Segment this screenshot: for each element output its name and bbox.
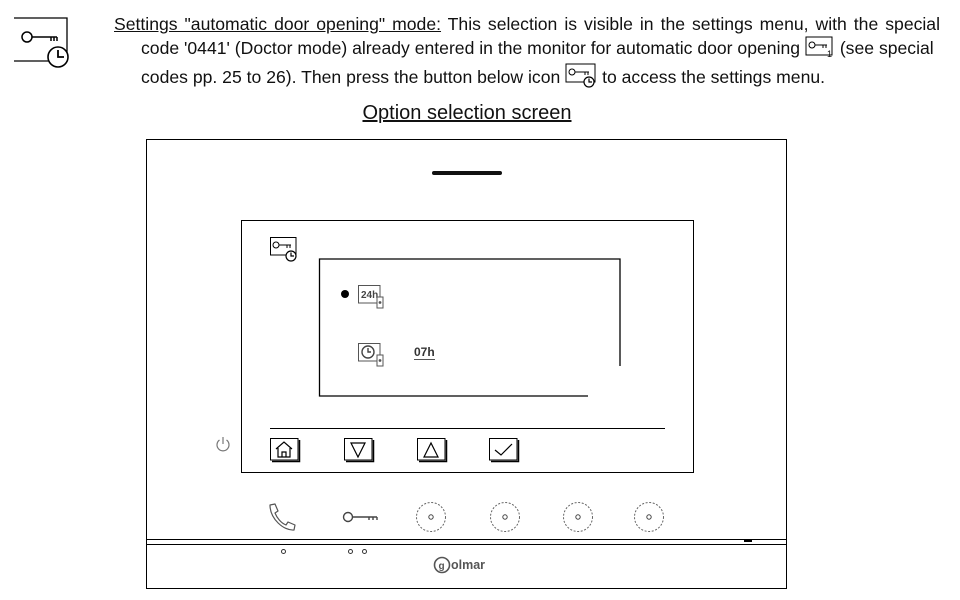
indicator-dot [348, 549, 353, 554]
speaker-slot [432, 171, 502, 175]
24h-door-icon: 24h [358, 285, 384, 309]
down-arrow-icon [344, 438, 375, 463]
touch-button-1[interactable] [415, 501, 447, 538]
door-key-button[interactable] [342, 508, 380, 531]
options-panel [318, 258, 621, 397]
confirm-button[interactable] [489, 438, 520, 467]
frame-line-upper [146, 539, 787, 541]
intro-text: code '0441' (Doctor mode) already entere… [141, 37, 801, 58]
indicator-dot [362, 549, 367, 554]
indicator-dot [281, 549, 286, 554]
timed-option-value: 07h [414, 345, 435, 360]
key-icon [342, 511, 378, 523]
down-button[interactable] [344, 438, 375, 467]
intro-line-1: Settings "automatic door opening" mode: … [114, 14, 940, 36]
timed-door-icon [358, 343, 384, 367]
monitor-device [146, 139, 787, 589]
intro-line-3: codes pp. 25 to 26). Then press the butt… [114, 63, 940, 93]
monitor-screen [241, 220, 694, 473]
intro-paragraph: Settings "automatic door opening" mode: … [114, 14, 940, 93]
up-button[interactable] [417, 438, 448, 467]
intro-text: codes pp. 25 to 26). Then press the butt… [141, 67, 561, 87]
touch-button-3[interactable] [562, 501, 594, 538]
handset-button[interactable] [266, 502, 298, 539]
brand-logo: g olmar [433, 555, 504, 578]
key-clock-small-icon [565, 63, 597, 93]
touch-button-2[interactable] [489, 501, 521, 538]
status-led [744, 539, 752, 542]
screen-divider [270, 428, 665, 430]
intro-line-2: code '0441' (Doctor mode) already entere… [114, 36, 940, 64]
option-timed[interactable] [358, 343, 386, 374]
frame-line-lower [146, 544, 787, 546]
section-caption: Option selection screen [362, 102, 572, 124]
circle-button-icon [416, 502, 446, 532]
circle-button-icon [490, 502, 520, 532]
mode-title: Settings "automatic door opening" mode: [114, 14, 442, 34]
home-button[interactable] [270, 438, 301, 467]
power-icon[interactable] [215, 436, 231, 457]
selected-option-bullet [341, 290, 349, 298]
brand-text: olmar [451, 558, 485, 572]
confirm-check-icon [489, 438, 520, 463]
key-clock-screen-icon [270, 237, 300, 268]
key-code-1-icon: 1 [805, 36, 835, 64]
intro-text: (see special [839, 37, 934, 58]
circle-button-icon [563, 502, 593, 532]
option-24h[interactable]: 24h [358, 285, 386, 314]
intro-text: This selection is visible in the setting… [441, 14, 940, 34]
handset-icon [269, 503, 296, 531]
option-24h-text: 24h [361, 290, 378, 301]
key-clock-large-icon [13, 17, 69, 68]
up-arrow-icon [417, 438, 448, 463]
circle-button-icon [634, 502, 664, 532]
golmar-logo-icon: g olmar [433, 556, 485, 574]
intro-text: to access the settings menu. [602, 67, 826, 87]
home-icon [270, 438, 301, 463]
touch-button-4[interactable] [633, 501, 665, 538]
svg-text:g: g [439, 561, 445, 572]
icon-subscript: 1 [826, 48, 832, 59]
